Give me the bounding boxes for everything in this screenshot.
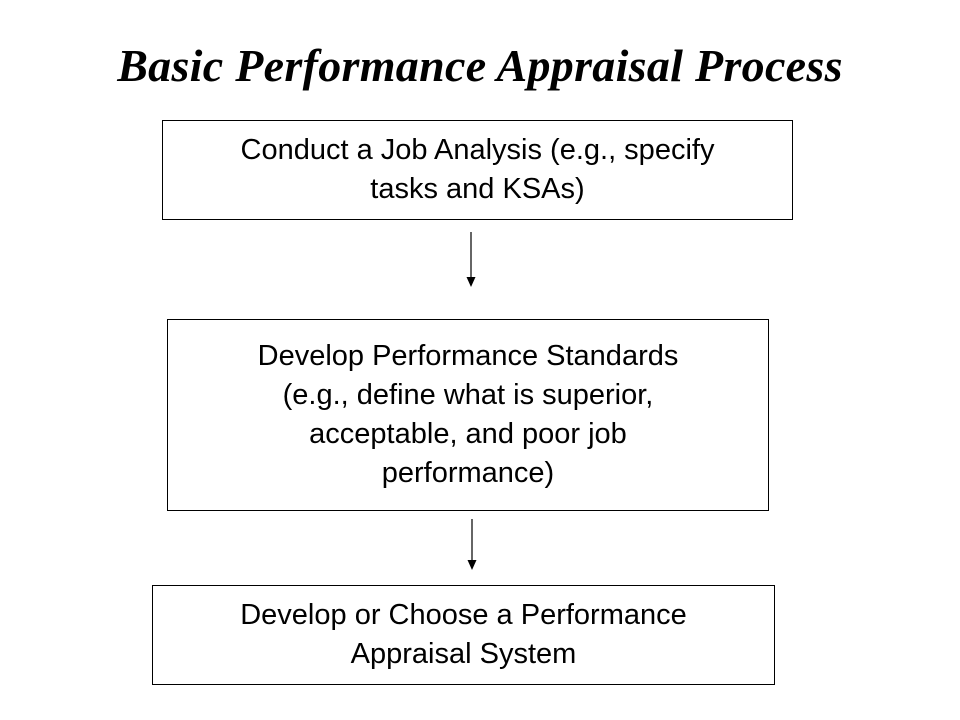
step-text-line: performance) <box>381 457 555 489</box>
step-box-performance-standards: Develop Performance Standards (e.g., def… <box>167 319 769 511</box>
down-arrow-icon <box>467 519 477 570</box>
step-text-line: Develop or Choose a Performance <box>240 599 687 631</box>
step-box-job-analysis: Conduct a Job Analysis (e.g., specify ta… <box>162 120 793 220</box>
step-text-line: Appraisal System <box>350 638 577 670</box>
step-text: Develop or Choose a Performance Appraisa… <box>240 596 687 674</box>
step-text-line: (e.g., define what is superior, <box>282 379 654 411</box>
step-text: Conduct a Job Analysis (e.g., specify ta… <box>241 131 715 209</box>
step-text: Develop Performance Standards (e.g., def… <box>258 337 679 493</box>
step-text-line: Develop Performance Standards <box>257 340 679 372</box>
step-text-line: Conduct a Job Analysis (e.g., specify <box>240 134 715 166</box>
down-arrow-icon <box>466 232 476 287</box>
step-text-line: acceptable, and poor job <box>309 418 627 450</box>
step-box-appraisal-system: Develop or Choose a Performance Appraisa… <box>152 585 775 685</box>
step-text-line: tasks and KSAs) <box>370 173 585 205</box>
slide-title: Basic Performance Appraisal Process <box>117 40 843 91</box>
